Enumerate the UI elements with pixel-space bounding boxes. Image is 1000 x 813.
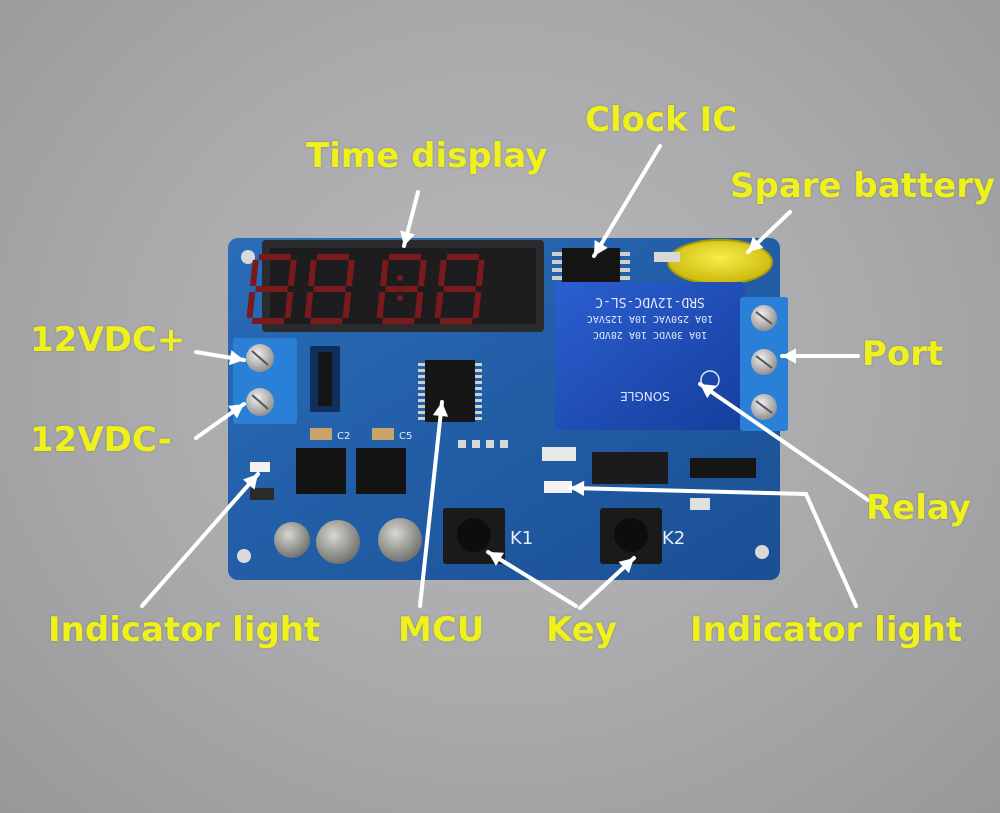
silk-c5: C5	[399, 431, 412, 442]
arrow-time-display	[400, 190, 420, 248]
arrow-indicator-left	[140, 472, 260, 608]
colon-dot	[397, 275, 403, 281]
display-digit	[376, 254, 427, 324]
display-digit	[434, 254, 485, 324]
arrow-mcu	[418, 400, 449, 608]
relay: SRD-12VDC-SL-C 10A 250VAC 10A 125VAC 10A…	[555, 282, 745, 430]
mount-hole	[755, 545, 769, 559]
arrow-12vdc-minus	[194, 402, 246, 440]
key-k2: K2	[600, 508, 685, 564]
arrow-spare-battery	[746, 210, 792, 254]
label-mcu: MCU	[398, 610, 485, 650]
arrow-port	[780, 348, 860, 364]
seven-segment-display	[246, 240, 544, 332]
power-terminal-block	[233, 338, 297, 424]
indicator-led-right	[544, 481, 572, 493]
port-terminal-block	[740, 297, 788, 431]
electrolytic-capacitors	[274, 518, 422, 564]
display-digit	[246, 254, 297, 324]
silk-c2: C2	[337, 431, 350, 442]
smd-components: C2 C5	[310, 428, 756, 510]
label-clock-ic: Clock IC	[585, 100, 738, 140]
mount-hole	[241, 250, 255, 264]
annotation-arrows	[140, 144, 870, 610]
label-key: Key	[546, 610, 617, 650]
silk-k1: K1	[510, 528, 533, 549]
clock-ic	[552, 248, 630, 282]
arrow-12vdc-plus	[194, 350, 246, 366]
label-12vdc-minus: 12VDC-	[30, 420, 172, 460]
arrow-clock-ic	[592, 144, 662, 258]
mcu-chip	[418, 360, 482, 422]
arrow-indicator-right	[568, 480, 858, 608]
relay-model: SRD-12VDC-SL-C	[595, 294, 705, 309]
label-relay: Relay	[866, 488, 971, 528]
relay-brand: SONGLE	[620, 389, 670, 403]
jumper	[310, 346, 340, 412]
arrow-relay	[698, 382, 870, 502]
label-indicator-light-left: Indicator light	[48, 610, 321, 650]
arrow-key-k1	[486, 550, 578, 608]
coin-battery	[654, 239, 773, 285]
relay-rating-1: 10A 250VAC 10A 125VAC	[587, 313, 713, 324]
silk-k2: K2	[662, 528, 685, 549]
label-spare-battery: Spare battery	[730, 166, 996, 206]
indicator-led-left	[250, 462, 274, 500]
label-time-display: Time display	[306, 136, 548, 176]
label-indicator-light-right: Indicator light	[690, 610, 963, 650]
label-port: Port	[862, 334, 944, 374]
key-k1: K1	[443, 508, 533, 564]
display-digit	[304, 254, 355, 324]
label-12vdc-plus: 12VDC+	[30, 320, 186, 360]
colon-dot	[397, 295, 403, 301]
voltage-regulators	[296, 448, 406, 494]
arrow-key-k2	[578, 556, 636, 610]
mount-hole	[237, 549, 251, 563]
relay-rating-2: 10A 30VDC 10A 28VDC	[593, 329, 707, 340]
